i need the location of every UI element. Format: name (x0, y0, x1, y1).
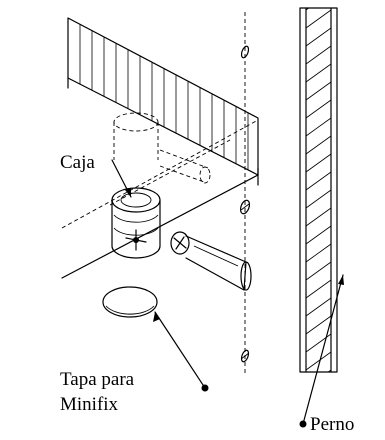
cover-cap (102, 286, 158, 318)
label-caja: Caja (60, 152, 95, 173)
side-panel-holes (239, 12, 251, 375)
label-tapa-line2: Minifix (60, 394, 119, 415)
cam-housing (111, 187, 161, 259)
right-board-hatching (305, 8, 332, 372)
connecting-bolt (170, 231, 252, 291)
top-panel (67, 17, 259, 176)
label-tapa-line1: Tapa para (60, 369, 135, 390)
lower-panel (61, 112, 259, 279)
right-board (299, 7, 338, 373)
label-perno: Perno (310, 414, 354, 435)
leader-lines (111, 159, 344, 428)
